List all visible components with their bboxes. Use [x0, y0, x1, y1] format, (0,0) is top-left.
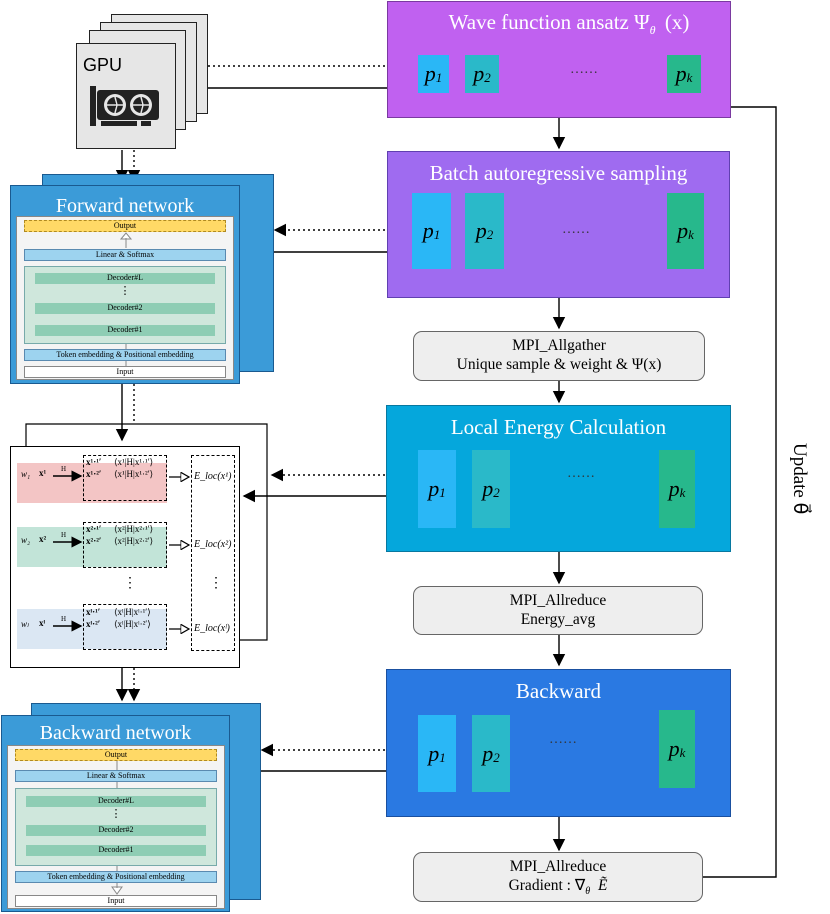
allreduce-grad-line2: Gradient : ∇θ⃗Ẽ — [508, 877, 608, 898]
sampling-proc-dots: …… — [562, 222, 590, 237]
forward-decoder-l: Decoder#L — [35, 273, 215, 284]
rowl-me-2: ⟨xˡ|H|xˡ·²′⟩ — [114, 619, 151, 629]
row1-me-2: ⟨x¹|H|x¹·²′⟩ — [114, 469, 154, 479]
forward-decoder-1: Decoder#1 — [35, 325, 215, 336]
forward-decoder-dots: ⋮ — [119, 285, 131, 297]
forward-decoder-stack: Decoder#L ⋮ Decoder#2 Decoder#1 — [24, 266, 226, 344]
row2-me-2: ⟨x²|H|x²·²′⟩ — [114, 536, 154, 546]
panel-loop-line — [25, 423, 268, 641]
row1-term-1: x¹·¹′ — [86, 457, 102, 467]
gpu-label: GPU — [83, 55, 123, 75]
row2-weight: w₂ — [21, 535, 31, 545]
backward-stage-title: Backward — [515, 679, 602, 703]
row2-terms-box — [83, 522, 167, 568]
backward-decoder-2: Decoder#2 — [26, 825, 206, 836]
rowl-terms-box — [83, 604, 167, 650]
row2-sample: x² — [39, 534, 47, 544]
row2-term-2: x²·²′ — [86, 536, 102, 546]
rowl-sample: xˡ — [39, 618, 46, 628]
forward-output-layer: Output — [24, 220, 226, 232]
backward-network-title: Backward network — [39, 722, 192, 744]
allgather-line2: Unique sample & weight & Ψ(x) — [456, 356, 662, 373]
eloc-row-2: E_loc(x²) — [194, 539, 232, 550]
energy-panel-arrows — [53, 470, 241, 669]
eloc-row-l: E_loc(xˡ) — [194, 623, 230, 634]
backward-decoder-1: Decoder#1 — [26, 845, 206, 856]
energy-panel-vdots: ⋮ — [123, 576, 137, 591]
gpu-icon — [90, 86, 159, 126]
allreduce-energy-line1: MPI_Allreduce — [509, 592, 607, 609]
row2-h: H — [61, 531, 67, 539]
backward-flow-arrows — [111, 761, 123, 895]
mpi-allreduce-energy-box: MPI_Allreduce Energy_avg — [413, 586, 703, 635]
forward-network-title: Forward network — [55, 195, 195, 217]
forward-linear-softmax: Linear & Softmax — [24, 249, 226, 261]
wave-proc-dots: …… — [570, 62, 598, 77]
row2-term-1: x²·¹′ — [86, 524, 102, 534]
row1-me-1: ⟨x¹|H|x¹·¹′⟩ — [114, 457, 154, 467]
mpi-allreduce-gradient-box: MPI_Allreduce Gradient : ∇θ⃗Ẽ — [413, 852, 703, 902]
row1-weight: w₁ — [21, 469, 31, 479]
forward-card-front: Forward network Output Linear & Softmax … — [10, 185, 240, 384]
backward-decoder-stack: Decoder#L ⋮ Decoder#2 Decoder#1 — [15, 788, 217, 866]
backward-embedding-layer: Token embedding & Positional embedding — [15, 871, 217, 883]
backward-card-front: Backward network Output Linear & Softmax… — [1, 715, 230, 912]
row1-term-2: x¹·²′ — [86, 469, 102, 479]
sampling-stage-title: Batch autoregressive sampling — [429, 161, 688, 185]
forward-inner-panel: Output Linear & Softmax Decoder#L ⋮ Deco… — [16, 216, 234, 380]
eloc-row-1: E_loc(x¹) — [194, 471, 232, 482]
energy-proc-dots: …… — [567, 466, 595, 481]
row1-terms-box — [83, 455, 167, 501]
eloc-column-box — [191, 455, 235, 651]
backward-proc-dots: …… — [549, 732, 577, 747]
rowl-me-1: ⟨xˡ|H|xˡ·¹′⟩ — [114, 607, 151, 617]
rowl-term-1: xˡ·¹′ — [86, 607, 101, 617]
energy-row-l — [17, 609, 167, 649]
forward-input-layer: Input — [24, 366, 226, 378]
backward-decoder-dots: ⋮ — [110, 808, 122, 820]
gpu-card-front: GPU — [76, 43, 176, 149]
rowl-weight: wₗ — [21, 619, 29, 629]
backward-linear-softmax: Linear & Softmax — [15, 770, 217, 782]
mpi-allgather-box: MPI_Allgather Unique sample & weight & Ψ… — [413, 331, 705, 381]
rowl-h: H — [61, 615, 67, 623]
forward-flow-arrows — [119, 232, 133, 366]
row1-h: H — [61, 465, 67, 473]
row1-sample: x¹ — [39, 468, 47, 478]
allreduce-grad-line1: MPI_Allreduce — [509, 858, 607, 875]
update-theta-label: Update θ⃗ — [789, 443, 810, 515]
energy-row-1 — [17, 463, 167, 503]
allreduce-energy-line2: Energy_avg — [520, 611, 596, 628]
rowl-term-2: xˡ·²′ — [86, 619, 101, 629]
backward-output-layer: Output — [15, 749, 217, 761]
energy-stage-title: Local Energy Calculation — [450, 415, 667, 439]
row2-me-1: ⟨x²|H|x²·¹′⟩ — [114, 524, 154, 534]
energy-row-2 — [17, 527, 167, 567]
backward-inner-panel: Output Linear & Softmax Decoder#L ⋮ Deco… — [7, 745, 225, 909]
eloc-vdots: ⋮ — [209, 576, 223, 591]
allgather-line1: MPI_Allgather — [512, 337, 606, 354]
local-energy-panel: w₁ x¹ H x¹·¹′ x¹·²′ ⟨x¹|H|x¹·¹′⟩ ⟨x¹|H|x… — [10, 446, 240, 668]
wave-stage-title: Wave function ansatz Ψθ⃗(x) — [448, 10, 690, 38]
backward-decoder-l: Decoder#L — [26, 796, 206, 807]
forward-embedding-layer: Token embedding & Positional embedding — [24, 349, 226, 361]
backward-input-layer: Input — [15, 895, 217, 907]
forward-decoder-2: Decoder#2 — [35, 303, 215, 314]
